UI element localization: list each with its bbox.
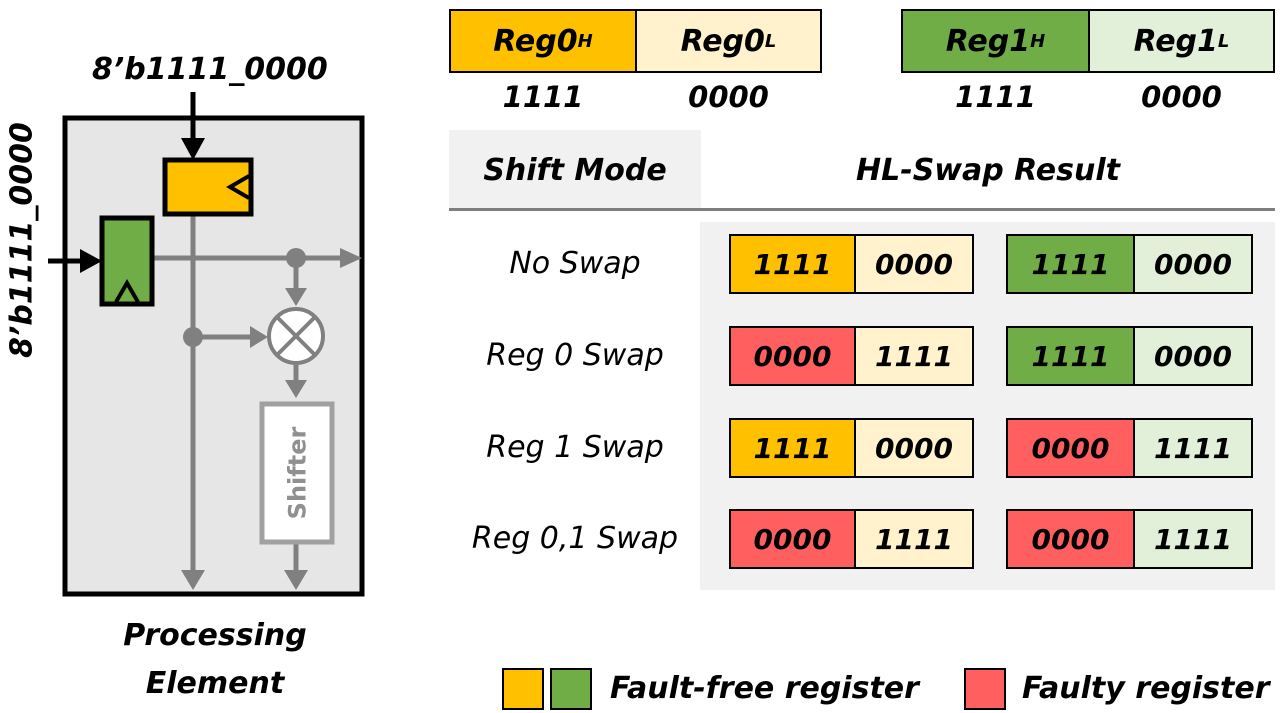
shifter-label-wrap: Shifter [262,404,332,542]
legend-fault-free: Fault-free register [610,671,919,706]
input-arrow-top [181,138,205,160]
reg0-high-cell: 0000 [729,509,856,569]
arrowhead-right [340,248,362,268]
shift-mode-label: No Swap [509,246,641,281]
reg1-high-cell: 1111 [1006,326,1135,386]
reg1h-name: Reg1 [945,23,1031,59]
reg1-low-cell: 0000 [1133,326,1253,386]
shifter-label: Shifter [283,426,311,520]
reg1l-bits: 0000 [1141,80,1222,114]
reg1-block [99,215,155,307]
legend-swatch-red [964,668,1006,710]
reg1l-sub: L [1217,30,1230,52]
reg0l-name: Reg0 [680,23,765,59]
reg1l-name: Reg1 [1133,23,1218,59]
arrowhead-out-left [181,570,205,590]
arrowhead-to-mult-left [250,326,268,348]
shift-mode-label: Reg 1 Swap [486,430,664,465]
reg0l-sub: L [764,30,777,52]
reg1-high-cell: 0000 [1006,418,1135,478]
header-divider [449,208,1275,211]
arrowhead-out-right [284,570,308,590]
col-header-result: HL-Swap Result [856,152,1120,188]
input-arrow-left [80,249,102,273]
pe-caption: Processing Element [90,612,340,708]
arrowhead-to-mult-top [285,288,307,306]
reg1-low-cell: 1111 [1133,418,1253,478]
reg0h-sub: H [577,30,593,52]
shift-mode-label: Reg 0,1 Swap [471,521,679,556]
multiply-icon [267,307,325,365]
legend-swatch-green [550,668,592,710]
reg0-low-cell: 0000 [854,418,974,478]
reg1-low-cell: 1111 [1133,509,1253,569]
input-label-top: 8’b1111_0000 [92,52,328,87]
reg0-low-cell: 1111 [854,326,974,386]
junction-dot-top [286,248,306,268]
reg0l-bits: 0000 [688,80,769,114]
reg1-high-cell: 1111 [1006,234,1135,294]
reg0-high-cell: 1111 [729,234,856,294]
reg1-low-cell: 0000 [1133,234,1253,294]
shift-mode-label: Reg 0 Swap [486,338,664,373]
input-label-left: 8’b1111_0000 [4,122,40,358]
processing-element-diagram [48,92,365,597]
pe-caption-line1: Processing [123,618,307,653]
arrowhead-to-shifter [285,380,307,398]
reg1h-bits: 1111 [955,80,1036,114]
reg0-low-cell: 0000 [854,234,974,294]
col-header-mode: Shift Mode [483,152,667,188]
legend-faulty: Faulty register [1022,671,1270,706]
header-bg [449,130,701,210]
shifter-box [259,401,335,545]
reg0h-bits: 1111 [502,80,584,114]
reg0-high-cell: 1111 [729,418,856,478]
reg0-low-cell: 1111 [854,509,974,569]
pe-caption-line2: Element [145,666,285,701]
reg0h-name: Reg0 [493,23,578,59]
reg1-high-cell: 0000 [1006,509,1135,569]
reg0-high-cell: 0000 [729,326,856,386]
reg1h-sub: H [1030,30,1046,52]
junction-dot-left [183,327,203,347]
legend-swatch-orange [502,668,544,710]
reg0-block [162,157,254,217]
